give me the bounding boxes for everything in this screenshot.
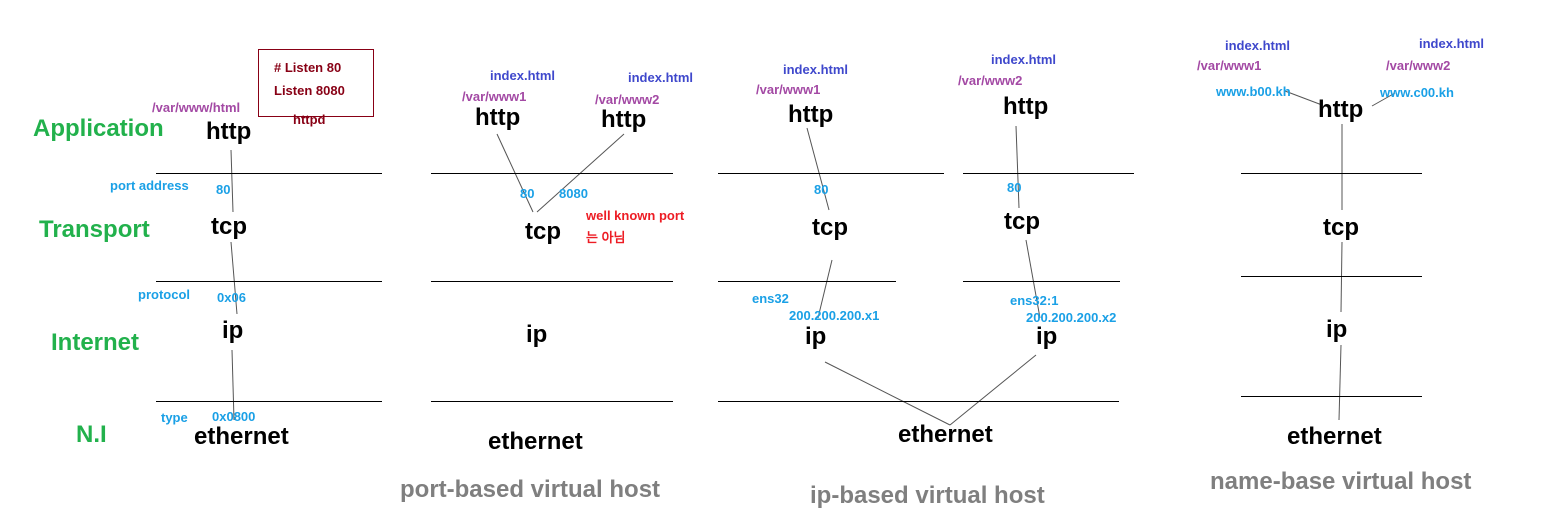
p1-type-label: type [161,410,188,425]
p1-sep-internet-ni [156,401,382,402]
p2-http-right: http [601,106,647,133]
p3-right-interface: ens32:1 [1010,293,1059,308]
p1-tcp-ip-line [230,241,238,315]
p3-left-port: 80 [814,182,829,197]
p3-left-root: /var/www1 [756,82,821,97]
p2-caption: port-based virtual host [400,476,661,503]
p4-caption: name-base virtual host [1210,468,1472,495]
p4-tcp-ip-line [1340,241,1343,313]
p2-right-root: /var/www2 [595,92,660,107]
p3-left-tcp-ip-line [817,259,833,319]
p3-http-left: http [788,101,834,128]
p4-sep-transport-internet [1241,276,1422,277]
p1-config-line-1: # Listen 80 [274,60,342,75]
p1-ip-eth-line [231,349,235,421]
p3-sep-internet-ni [718,401,1119,402]
p3-http-right: http [1003,93,1049,120]
p4-right-host-http-line [1371,92,1396,107]
p3-sep-app-transport-right [963,173,1134,174]
p2-sep-internet-ni [431,401,673,402]
p3-right-http-tcp-line [1015,125,1020,209]
p2-ethernet: ethernet [488,428,583,455]
p1-tcp: tcp [211,213,247,240]
p1-sep-transport-internet [156,281,382,282]
p4-sep-app-transport [1241,173,1422,174]
p3-tcp-left: tcp [812,214,848,241]
p1-config-line-2: Listen 8080 [274,83,345,98]
p4-http: http [1318,96,1364,123]
p3-right-root: /var/www2 [958,73,1023,88]
p3-sep-app-transport-left [718,173,944,174]
p4-ethernet: ethernet [1287,423,1382,450]
p1-http: http [206,118,252,145]
p1-port-address-label: port address [110,178,189,193]
p1-ip: ip [222,317,244,344]
p4-tcp: tcp [1323,214,1359,241]
p3-sep-transport-internet-left [718,281,896,282]
layer-label-ni: N.I [76,421,107,448]
p3-left-ip-address: 200.200.200.x1 [789,308,880,323]
p3-ip-left: ip [805,323,827,350]
p4-sep-internet-ni [1241,396,1422,397]
p2-note-line1: well known port [586,208,685,223]
p4-ip-eth-line [1338,344,1342,421]
p3-right-ip-address: 200.200.200.x2 [1026,310,1117,325]
p3-caption: ip-based virtual host [810,482,1045,509]
layer-label-application: Application [33,115,164,142]
p1-doc-root: /var/www/html [152,100,241,115]
p2-tcp: tcp [525,218,561,245]
p4-left-host-http-line [1284,90,1323,106]
p1-config-box [258,49,374,117]
p2-sep-app-transport [431,173,673,174]
p4-left-hostname: www.b00.kh [1216,84,1291,99]
p1-protocol-value: 0x06 [217,290,246,305]
p3-right-tcp-ip-line [1025,239,1041,319]
p2-port-left: 80 [520,186,535,201]
p4-left-root: /var/www1 [1197,58,1262,73]
layer-label-internet: Internet [51,329,140,356]
p3-tcp-right: tcp [1004,208,1040,235]
p2-port-right: 8080 [559,186,588,201]
p1-ethernet: ethernet [194,423,289,450]
p3-ethernet: ethernet [898,421,993,448]
p3-left-ip-eth-line [824,361,951,426]
p1-type-value: 0x0800 [212,409,256,424]
p2-sep-transport-internet [431,281,673,282]
p3-left-interface: ens32 [752,291,789,306]
p2-note-line2: 는 아님 [586,230,626,245]
p3-right-ip-eth-line [949,354,1037,426]
p1-http-tcp-line [230,149,234,213]
p1-protocol-label: protocol [138,287,190,302]
p3-left-http-tcp-line [806,127,830,211]
p3-right-index: index.html [991,52,1057,67]
p4-right-index: index.html [1419,36,1485,51]
p3-right-port: 80 [1007,180,1022,195]
p3-left-index: index.html [783,62,849,77]
p2-left-index: index.html [490,68,556,83]
p3-ip-right: ip [1036,323,1058,350]
p1-daemon-label: httpd [293,112,326,127]
p2-left-root: /var/www1 [462,89,527,104]
p3-sep-transport-internet-right [963,281,1120,282]
p4-right-hostname: www.c00.kh [1380,85,1454,100]
p2-ip: ip [526,321,548,348]
p4-ip: ip [1326,316,1348,343]
layer-label-transport: Transport [39,216,150,243]
p1-port-value: 80 [216,182,231,197]
p4-left-index: index.html [1225,38,1291,53]
p2-right-index: index.html [628,70,694,85]
p4-right-root: /var/www2 [1386,58,1451,73]
p2-http-left: http [475,104,521,131]
p1-sep-app-transport [156,173,382,174]
